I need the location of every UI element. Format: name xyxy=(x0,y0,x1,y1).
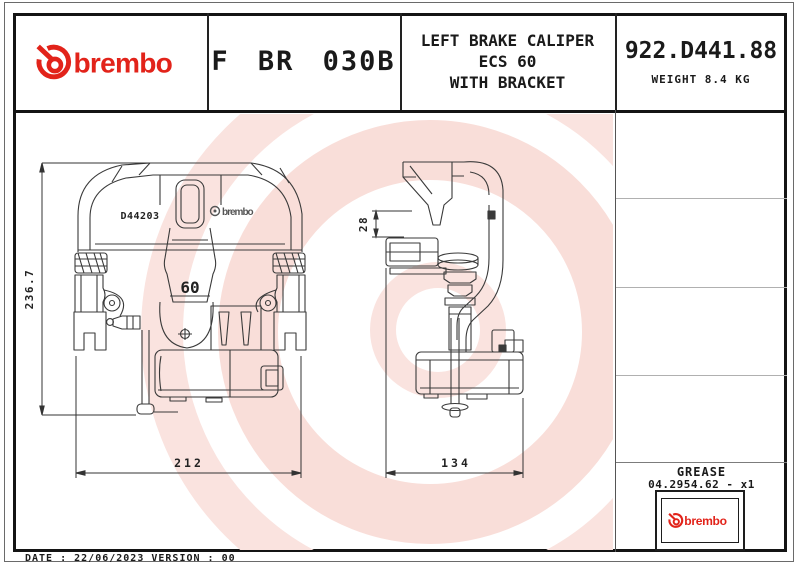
brembo-mark-icon xyxy=(36,44,71,79)
header-description-cell: LEFT BRAKE CALIPER ECS 60 WITH BRACKET xyxy=(400,13,615,110)
dim-side-depth: 134 xyxy=(441,456,471,470)
description-line-2: ECS 60 xyxy=(478,52,537,71)
footer-date: DATE : 22/06/2023 VERSION : 00 xyxy=(25,553,236,564)
grease-part-number: 04.2954.62 - x1 xyxy=(648,478,755,491)
title-block-row-line-2 xyxy=(616,287,787,288)
dim-overall-height: 236.7 xyxy=(23,269,36,310)
marking-logo-text: brembo xyxy=(222,207,254,218)
dimension-lines xyxy=(39,162,524,478)
title-block-row-line-1 xyxy=(616,198,787,199)
grease-label: GREASE xyxy=(676,465,727,479)
part-code: F BR 030B xyxy=(211,46,396,77)
marking-cast-code: D44203 xyxy=(120,211,159,222)
header-code-cell: F BR 030B xyxy=(207,13,400,110)
brembo-wordmark: brembo xyxy=(74,47,173,78)
brembo-logo: brembo xyxy=(36,44,173,79)
header-bottom-rule xyxy=(13,110,787,113)
brembo-wordmark: brembo xyxy=(684,514,726,528)
header-divider-2 xyxy=(400,13,402,110)
description-line-1: LEFT BRAKE CALIPER xyxy=(420,31,595,50)
header-brand-cell: brembo xyxy=(13,13,207,110)
dim-bracket-offset: 28 xyxy=(357,216,370,232)
marking-piston-size: 60 xyxy=(180,278,199,297)
grease-brembo-logo: brembo xyxy=(668,513,727,528)
grease-cell-top-line xyxy=(616,462,787,463)
brembo-mark-icon xyxy=(668,513,684,528)
header-divider-1 xyxy=(207,13,209,110)
brembo-watermark-icon xyxy=(141,114,613,550)
part-number: 922.D441.88 xyxy=(624,37,778,64)
header-divider-3 xyxy=(615,13,617,110)
title-block-row-line-3 xyxy=(616,375,787,376)
weight-label: WEIGHT 8.4 KG xyxy=(651,72,751,86)
grease-brand-box-inner: brembo xyxy=(661,498,739,543)
grease-brand-box: brembo xyxy=(655,490,745,551)
description-line-3: WITH BRACKET xyxy=(449,73,566,92)
front-view-linework xyxy=(73,162,307,415)
marking-mini-brembo-logo: brembo xyxy=(209,205,255,218)
header-number-cell: 922.D441.88 WEIGHT 8.4 KG xyxy=(615,13,787,110)
outer-border xyxy=(4,2,794,562)
dim-front-width: 212 xyxy=(174,456,204,470)
title-block-column-line xyxy=(615,110,616,552)
side-view-linework xyxy=(385,161,524,418)
